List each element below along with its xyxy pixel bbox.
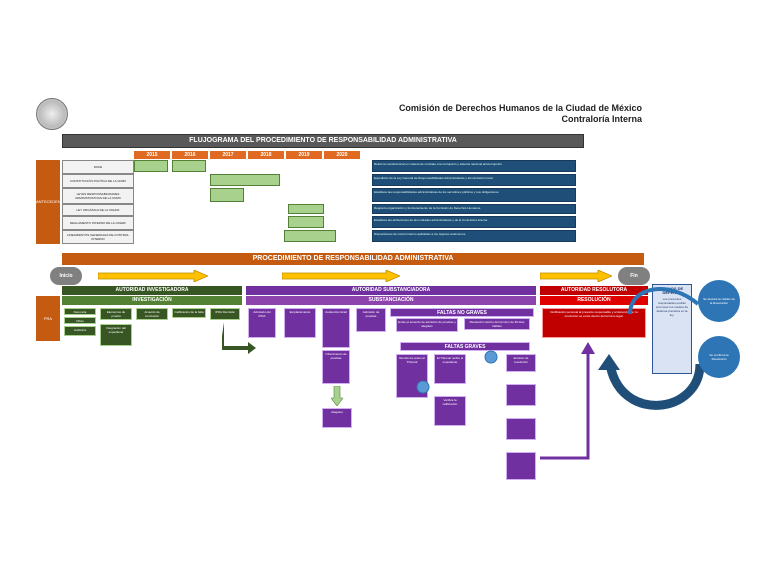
timeline-bar-2 <box>172 160 206 172</box>
law-desc-4: Regula la organización y funcionamiento … <box>372 204 576 214</box>
law-desc-6: Disposiciones de control interno aplicab… <box>372 230 576 242</box>
sub-box-6: Alegatos <box>322 408 352 428</box>
section-resolutora-title: AUTORIDAD RESOLUTORA <box>540 286 648 295</box>
law-desc-1: Reforma constitucional en materia de com… <box>372 160 576 172</box>
sub-box-3: Audiencia inicial <box>322 308 350 348</box>
faltas-graves-header: FALTAS GRAVES <box>400 342 530 351</box>
law-row-2: CONSTITUCIÓN POLÍTICA DE LA CDMX <box>62 174 134 188</box>
start-pill: Inicio <box>50 267 82 285</box>
section-investigadora-title: AUTORIDAD INVESTIGADORA <box>62 286 242 295</box>
remit-arrow-icon <box>222 322 256 354</box>
connector-b-icon <box>484 350 498 364</box>
sub-box-4: Ofrecimiento de pruebas <box>322 350 350 384</box>
section-investigacion-sub: INVESTIGACIÓN <box>62 296 242 305</box>
timeline-bar-6 <box>288 216 324 228</box>
fg-box-5 <box>506 384 536 406</box>
fg-box-7 <box>506 452 536 480</box>
header-organization: Comisión de Derechos Humanos de la Ciuda… <box>398 103 642 113</box>
institution-seal-logo <box>36 98 68 130</box>
timeline-bar-3 <box>210 174 280 186</box>
procedure-title-bar: PROCEDIMIENTO DE RESPONSABILIDAD ADMINIS… <box>62 253 644 265</box>
law-row-1: DOFE <box>62 160 134 174</box>
inv-box-6: Acuerdo de conclusión <box>136 308 168 320</box>
law-desc-2: Expedición de la Ley General de Responsa… <box>372 174 576 186</box>
section-substanciadora-title: AUTORIDAD SUBSTANCIADORA <box>246 286 536 295</box>
law-row-4: LEY ORGÁNICA DE LA CDHDF <box>62 204 134 216</box>
procedure-side-label: PRA <box>36 296 60 341</box>
year-2018: 2018 <box>248 151 284 159</box>
down-arrow-icon <box>331 386 343 406</box>
timeline-bar-7 <box>284 230 336 242</box>
law-desc-3: Establece las responsabilidades administ… <box>372 188 576 202</box>
timeline-bar-5 <box>288 204 324 214</box>
section-resolucion-sub: RESOLUCIÓN <box>540 296 648 305</box>
inv-box-2: Oficio <box>64 317 96 324</box>
fg-box-6 <box>506 418 536 440</box>
inv-box-5: Integración del expediente <box>100 324 132 346</box>
law-desc-5: Establece las atribuciones de las unidad… <box>372 216 576 228</box>
law-row-6: LINEAMIENTOS GENERALES DE CONTROL INTERN… <box>62 230 134 244</box>
timeline-bar-1 <box>134 160 168 172</box>
inv-box-7: Calificación de la falta <box>172 308 206 318</box>
defense-panel-text: Los presuntos responsables podrán promov… <box>655 297 688 317</box>
end-pill: Fin <box>618 267 650 285</box>
inv-box-3: Auditoría <box>64 326 96 336</box>
year-2019: 2019 <box>286 151 322 159</box>
law-row-5: REGLAMENTO INTERNO DE LA CDHDF <box>62 216 134 230</box>
sub-box-5: Admisión de pruebas <box>356 308 386 332</box>
fg-box-2: El Tribunal recibe el expediente <box>434 354 466 384</box>
law-row-3: LEYES RESPONSABILIDADES ADMINISTRATIVAS … <box>62 188 134 204</box>
inv-box-4: Elementos de prueba <box>100 308 132 320</box>
circle-validity: Se declara la validez de la Resolución <box>698 280 740 322</box>
fng-box-1: Emite el acuerdo de admisión de pruebas … <box>396 318 458 332</box>
fg-box-3: Verifica la calificación <box>434 396 466 426</box>
flow-arrow-2 <box>282 270 400 282</box>
year-2015: 2015 <box>134 151 170 159</box>
circle-confirm: Se confirma la Resolución <box>698 336 740 378</box>
year-2017: 2017 <box>210 151 246 159</box>
diagram-title: FLUJOGRAMA DEL PROCEDIMIENTO DE RESPONSA… <box>62 134 584 148</box>
flow-arrow-3 <box>540 270 612 282</box>
sub-box-2: Emplazamiento <box>284 308 316 338</box>
fg-box-1: Remite los autos al Tribunal <box>396 354 428 398</box>
year-2020: 2020 <box>324 151 360 159</box>
year-2016: 2016 <box>172 151 208 159</box>
fg-box-4: Emisión de resolución <box>506 354 536 372</box>
sub-box-1: Admisión del IPRA <box>248 308 276 338</box>
connector-a-icon <box>416 380 430 394</box>
timeline-bar-4 <box>210 188 244 202</box>
fng-box-2: Resolución dentro del término de 30 días… <box>464 318 530 330</box>
flow-arrow-1 <box>98 270 208 282</box>
legal-framework-side-label: ANTECEDENTES <box>36 160 68 244</box>
inv-box-8: IPRA Remisión <box>210 308 240 320</box>
cycle-arrow-icon <box>598 287 705 410</box>
section-substanciacion-sub: SUBSTANCIACIÓN <box>246 296 536 305</box>
defense-panel: MEDIOS DE DEFENSA Los presuntos responsa… <box>652 284 692 374</box>
inv-box-1: Denuncia <box>64 308 96 315</box>
header-department: Contraloría Interna <box>561 114 642 124</box>
faltas-no-graves-header: FALTAS NO GRAVES <box>390 308 534 317</box>
return-arrow-icon <box>540 342 595 460</box>
